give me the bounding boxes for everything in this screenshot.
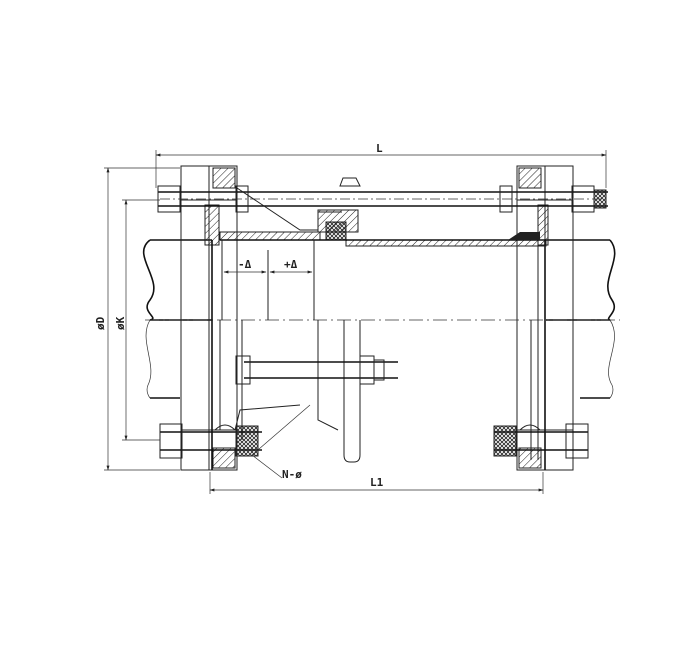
- label-minus-delta: -Δ: [238, 258, 252, 271]
- label-OD: øD: [94, 316, 107, 330]
- label-bolt-holes: N-ø: [282, 468, 302, 481]
- right-flange: [516, 165, 574, 471]
- seal-assembly: [219, 177, 547, 247]
- label-L: L: [376, 142, 383, 155]
- label-L1: L1: [370, 476, 384, 489]
- dimension-L: [155, 150, 607, 188]
- tie-rod-top: [157, 185, 608, 213]
- slip-flange: [234, 320, 361, 463]
- pipe-left: [142, 239, 212, 399]
- left-flange: [180, 165, 238, 471]
- pipe-right: [546, 239, 616, 399]
- label-plus-delta: +Δ: [284, 258, 298, 271]
- tie-rod-lower: [235, 355, 398, 385]
- dimension-K: [122, 199, 160, 441]
- bolt-bottom-right: [493, 423, 589, 459]
- label-K: øK: [114, 316, 127, 330]
- inner-body: [219, 240, 539, 460]
- bolt-bottom-left: [159, 423, 262, 459]
- dimension-OD: [104, 167, 180, 471]
- leader-bolt-holes: [251, 404, 311, 479]
- dimension-L1: [209, 472, 544, 494]
